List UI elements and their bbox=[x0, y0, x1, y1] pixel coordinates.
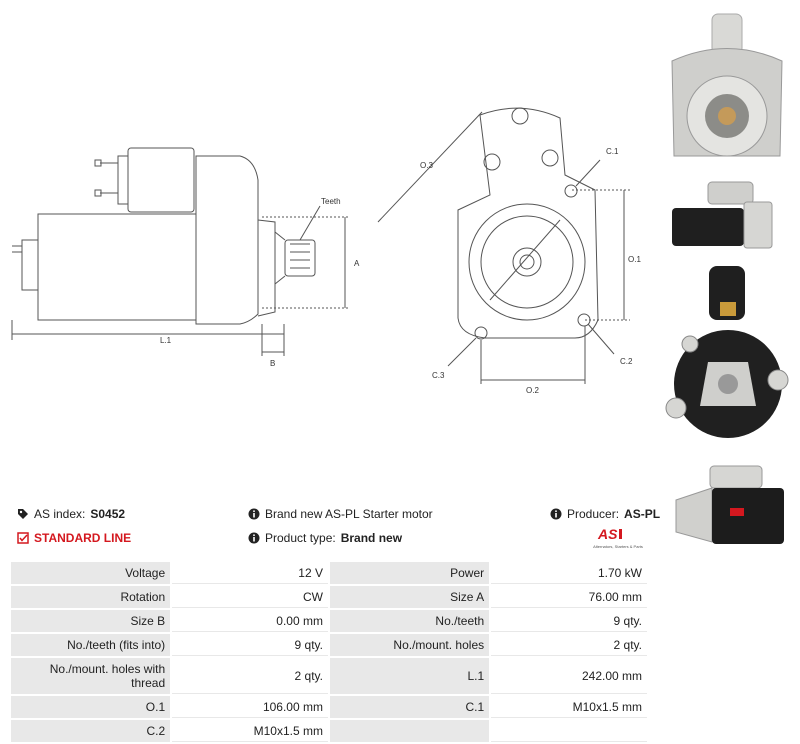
a-label: A bbox=[354, 259, 360, 268]
spec-key: Size A bbox=[329, 586, 490, 608]
photo-side-view bbox=[672, 181, 773, 249]
o2-label: O.2 bbox=[526, 386, 539, 395]
drive-housing bbox=[195, 155, 259, 325]
as-pl-logo: AS Alternators, Starters & Parts bbox=[593, 526, 643, 549]
photo-front-view bbox=[671, 13, 783, 157]
hole-c1 bbox=[564, 184, 578, 198]
photo-rear-view bbox=[665, 266, 789, 438]
product-type-value: Brand new bbox=[340, 531, 403, 545]
mounting-flange bbox=[457, 107, 599, 339]
standard-line-text: STANDARD LINE bbox=[34, 531, 132, 545]
product-type: Product type: Brand new bbox=[248, 531, 402, 545]
c3-label: C.3 bbox=[432, 371, 445, 380]
spec-value: 2 qty. bbox=[172, 658, 328, 694]
spec-key bbox=[329, 720, 490, 742]
spec-key: L.1 bbox=[329, 658, 490, 694]
spec-value: 1.70 kW bbox=[491, 562, 647, 584]
info-icon bbox=[248, 508, 260, 520]
spec-key: C.2 bbox=[11, 720, 171, 742]
teeth-label: Teeth bbox=[321, 197, 341, 206]
spec-value: 242.00 mm bbox=[491, 658, 647, 694]
description: Brand new AS-PL Starter motor bbox=[248, 507, 433, 521]
b-label: B bbox=[270, 359, 275, 368]
spec-key: C.1 bbox=[329, 696, 490, 718]
o1-label: O.1 bbox=[628, 255, 641, 264]
motor-body bbox=[37, 213, 197, 321]
spec-value: M10x1.5 mm bbox=[172, 720, 328, 742]
l1-label: L.1 bbox=[160, 336, 172, 345]
technical-drawing: Teeth A L.1 B O.3 C.1 O.1 C.2 C.3 O.2 bbox=[11, 107, 641, 395]
spec-value: 0.00 mm bbox=[172, 610, 328, 632]
spec-key: No./mount. holes with thread bbox=[11, 658, 171, 694]
spec-value: M10x1.5 mm bbox=[491, 696, 647, 718]
description-text: Brand new AS-PL Starter motor bbox=[265, 507, 433, 521]
hole-c3 bbox=[474, 326, 488, 340]
as-index-value: S0452 bbox=[90, 507, 126, 521]
spec-key: No./teeth (fits into) bbox=[11, 634, 171, 656]
spec-key: No./mount. holes bbox=[329, 634, 490, 656]
spec-value: 106.00 mm bbox=[172, 696, 328, 718]
spec-key: Power bbox=[329, 562, 490, 584]
spec-key: No./teeth bbox=[329, 610, 490, 632]
producer-value: AS-PL bbox=[624, 507, 661, 521]
main-circle bbox=[468, 203, 586, 321]
svg-text:AS: AS bbox=[597, 526, 618, 542]
svg-text:Alternators, Starters & Parts: Alternators, Starters & Parts bbox=[593, 544, 643, 549]
spec-value: 2 qty. bbox=[491, 634, 647, 656]
tag-icon bbox=[18, 509, 28, 519]
producer-label: Producer: bbox=[567, 507, 620, 521]
info-icon bbox=[550, 508, 562, 520]
as-index: AS index: S0452 bbox=[17, 507, 125, 521]
as-index-label: AS index: bbox=[34, 507, 86, 521]
solenoid-body bbox=[127, 147, 195, 213]
spec-value: 76.00 mm bbox=[491, 586, 647, 608]
spec-value: 9 qty. bbox=[491, 610, 647, 632]
info-icon bbox=[248, 532, 260, 544]
product-type-label: Product type: bbox=[265, 531, 336, 545]
producer: Producer: AS-PL bbox=[550, 507, 660, 521]
photo-angle-view bbox=[675, 465, 784, 544]
spec-key: Voltage bbox=[11, 562, 171, 584]
spec-key: Size B bbox=[11, 610, 171, 632]
spec-value: 9 qty. bbox=[172, 634, 328, 656]
spec-value bbox=[491, 720, 647, 742]
checkbox-icon bbox=[17, 532, 29, 544]
pinion bbox=[284, 239, 316, 277]
c2-label: C.2 bbox=[620, 357, 633, 366]
spec-key: Rotation bbox=[11, 586, 171, 608]
standard-line-badge: STANDARD LINE bbox=[17, 531, 131, 545]
c1-label: C.1 bbox=[606, 147, 619, 156]
o3-label: O.3 bbox=[420, 161, 433, 170]
spec-row: No./teeth (fits into)9 qty.No./mount. ho… bbox=[11, 634, 647, 656]
spec-key: O.1 bbox=[11, 696, 171, 718]
spec-value: CW bbox=[172, 586, 328, 608]
spec-value: 12 V bbox=[172, 562, 328, 584]
